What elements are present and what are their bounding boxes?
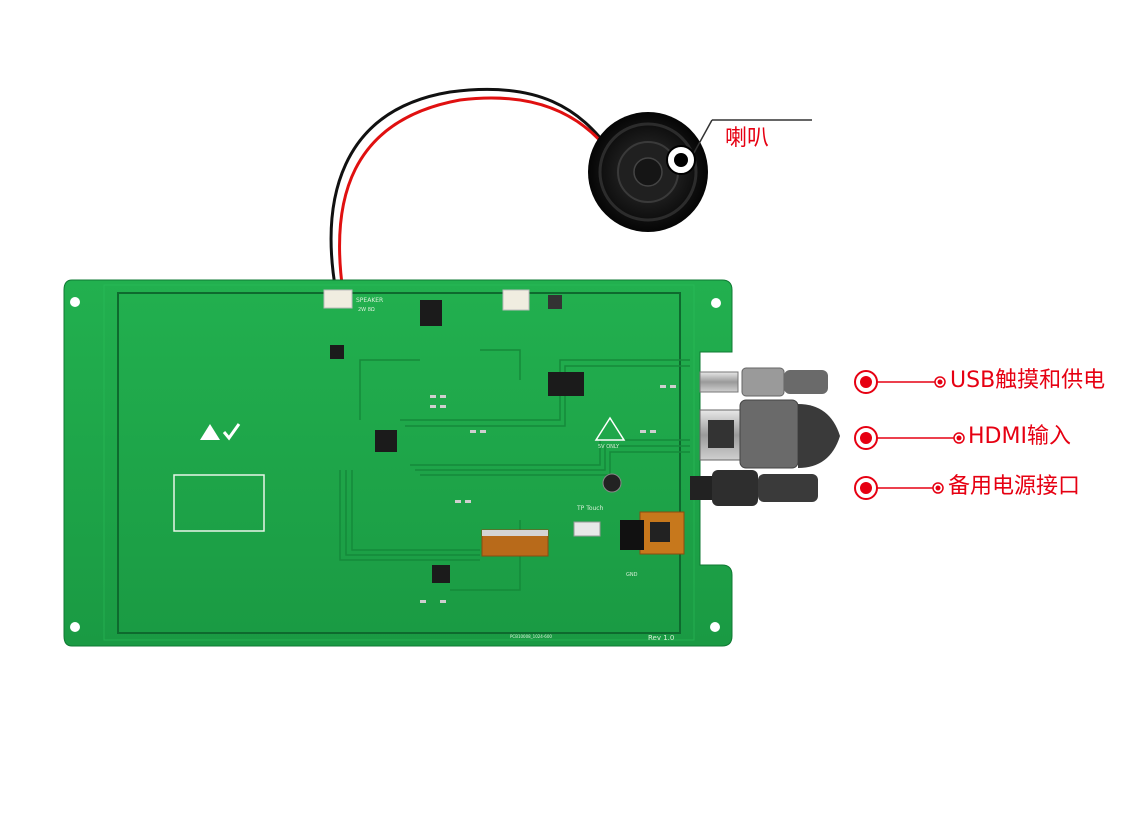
silk-touch: TP Touch xyxy=(576,505,604,512)
silk-part: PCB10008_1024-600 xyxy=(510,634,552,639)
power-label: 备用电源接口 xyxy=(948,474,1081,499)
silk-gnd: GND xyxy=(626,572,638,578)
callout-power xyxy=(854,476,944,500)
silk-rev: Rev 1.0 xyxy=(648,634,674,642)
silk-5v: 5V ONLY xyxy=(598,444,620,450)
callout-usb xyxy=(854,370,946,394)
speaker-wires xyxy=(329,87,614,293)
silk-speaker-spec: 2W 8Ω xyxy=(358,307,375,313)
usb-label: USB触摸和供电 xyxy=(950,368,1106,393)
callout-speaker xyxy=(666,119,812,175)
pcb-board xyxy=(63,279,733,647)
callout-hdmi xyxy=(854,426,965,450)
hdmi-connector xyxy=(699,399,960,469)
silk-speaker: SPEAKER xyxy=(356,297,383,304)
speaker-label: 喇叭 xyxy=(725,126,770,151)
hdmi-label: HDMI输入 xyxy=(968,424,1071,449)
